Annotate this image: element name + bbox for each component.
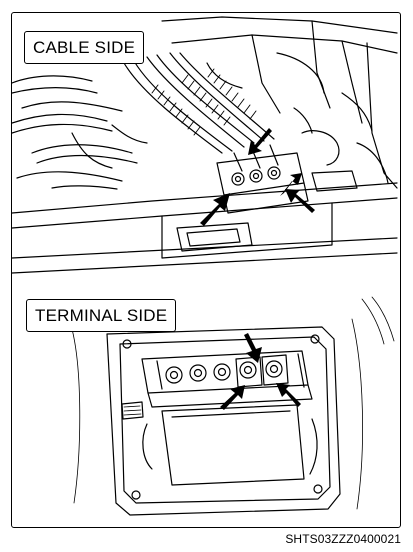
arrow-icon bbox=[220, 385, 245, 410]
arrow-icon bbox=[200, 193, 230, 226]
arrow-icon bbox=[276, 383, 301, 407]
cable-side-label: CABLE SIDE bbox=[24, 31, 145, 64]
cable-side-panel: CABLE SIDE bbox=[12, 13, 400, 289]
terminal-side-label: TERMINAL SIDE bbox=[26, 299, 177, 332]
terminal-side-panel: TERMINAL SIDE bbox=[12, 289, 400, 527]
cable-side-illustration bbox=[12, 16, 398, 274]
figure-frame: CABLE SIDE bbox=[11, 12, 401, 528]
arrow-icon bbox=[248, 128, 272, 155]
figure-code: SHTS03ZZZ0400021 bbox=[285, 532, 401, 546]
terminal-side-illustration bbox=[71, 296, 395, 516]
arrow-icon bbox=[244, 333, 262, 363]
arrow-icon bbox=[285, 189, 315, 213]
arrow-icon bbox=[280, 173, 302, 196]
